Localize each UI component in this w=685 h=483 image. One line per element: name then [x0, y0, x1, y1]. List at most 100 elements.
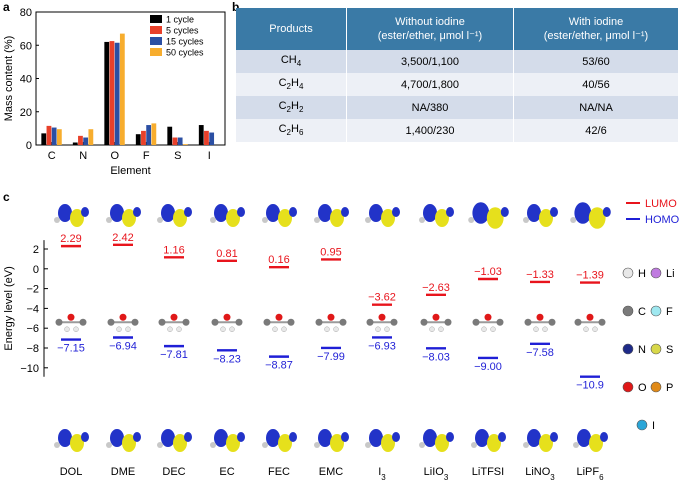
orbital-lobe-blue	[341, 432, 349, 442]
orbital-lobe-blue	[423, 204, 437, 222]
orbital-lobe-blue	[289, 207, 297, 217]
panel-a-label: a	[3, 0, 10, 14]
lumo-value-label: −1.39	[576, 270, 604, 282]
product-name: C	[278, 100, 287, 113]
atom-legend-label: O	[638, 382, 647, 394]
header-with-line2: (ester/ether, μmol l⁻¹)	[543, 30, 649, 42]
atom-sphere	[586, 313, 594, 321]
product-cell: C2H2	[236, 96, 347, 119]
bar	[204, 130, 209, 145]
product-name: CH	[280, 54, 297, 67]
atom-legend-swatch	[636, 419, 648, 431]
orbital-lobe-blue	[237, 207, 245, 217]
orbital-lobe-yellow	[226, 209, 240, 227]
atom-sphere	[481, 326, 487, 333]
orbital-lobe-blue	[58, 204, 72, 222]
lumo-orbital	[419, 204, 454, 227]
orbital-lobe-yellow	[588, 207, 606, 229]
atom-sphere	[131, 318, 139, 326]
orbital-lobe-yellow	[330, 434, 344, 452]
lumo-orbital	[523, 204, 558, 227]
atom-sphere	[220, 326, 226, 333]
atom-sphere	[211, 318, 219, 326]
atom-sphere	[64, 326, 70, 333]
with-cell: 53/60	[513, 50, 678, 73]
homo-orbital	[54, 429, 89, 452]
orbital-lobe-blue	[550, 432, 558, 442]
molecule-name-subscript: 3	[381, 473, 386, 482]
legend-swatch	[150, 48, 162, 56]
bar	[51, 127, 57, 145]
atom-sphere	[182, 318, 190, 326]
atom-sphere	[272, 326, 278, 333]
products-table: Products Without iodine (ester/ether, μm…	[236, 8, 678, 142]
molecule-structure	[420, 313, 452, 333]
y-tick-label: −2	[26, 284, 39, 296]
orbital-lobe-blue	[237, 432, 245, 442]
orbital-lobe-blue	[133, 207, 141, 217]
atom-sphere	[583, 326, 589, 333]
lumo-orbital	[54, 204, 89, 227]
atom-sphere	[484, 313, 492, 321]
table-row: CH4 3,500/1,100 53/60	[236, 50, 678, 73]
orbital-lobe-blue	[602, 207, 611, 217]
x-tick-label: F	[143, 150, 150, 162]
molecule-structure	[366, 313, 398, 333]
atom-sphere	[533, 326, 539, 333]
atom-legend-label: H	[638, 268, 646, 280]
bar	[114, 42, 120, 145]
atom-legend-swatch	[622, 381, 634, 393]
atom-sphere	[235, 318, 243, 326]
y-tick-label: 80	[20, 7, 32, 19]
atom-legend-label: C	[638, 306, 646, 318]
atom-sphere	[314, 217, 320, 223]
orbital-lobe-yellow	[381, 434, 395, 452]
atom-sphere	[314, 442, 320, 448]
bar	[151, 123, 157, 145]
homo-value-label: −7.58	[526, 347, 554, 359]
homo-orbital	[314, 429, 349, 452]
molecule-name-subscript: 6	[599, 473, 604, 482]
orbital-lobe-blue	[318, 204, 332, 222]
orbital-lobe-blue	[214, 429, 228, 447]
orbital-lobe-blue	[81, 207, 89, 217]
y-tick-label: 0	[26, 140, 32, 152]
table-row: C2H2 NA/380 NA/NA	[236, 96, 678, 119]
atom-sphere	[524, 318, 532, 326]
header-without-line1: Without iodine	[395, 16, 465, 28]
atom-sphere	[390, 318, 398, 326]
atom-sphere	[366, 318, 374, 326]
orbital-lobe-blue	[527, 204, 541, 222]
homo-value-label: −6.94	[109, 341, 137, 353]
orbital-lobe-yellow	[173, 209, 187, 227]
with-cell: NA/NA	[513, 96, 678, 119]
x-axis-label: Element	[110, 165, 150, 177]
bar	[119, 33, 125, 145]
orbital-lobe-blue	[133, 432, 141, 442]
legend-label: 1 cycle	[166, 15, 194, 25]
atom-legend-label: P	[666, 382, 673, 394]
molecule-structure	[263, 313, 295, 333]
molecule-name-label: LiTFSI	[472, 466, 504, 478]
atom-legend-label: N	[638, 344, 646, 356]
legend-label: 5 cycles	[166, 26, 199, 36]
homo-value-label: −7.99	[317, 351, 345, 363]
orbital-lobe-yellow	[539, 434, 553, 452]
orbital-lobe-yellow	[330, 209, 344, 227]
atom-sphere	[570, 217, 577, 223]
molecule-name-label: LiPF6	[576, 466, 604, 482]
atom-sphere	[210, 217, 216, 223]
orbital-lobe-blue	[600, 432, 608, 442]
bar	[109, 41, 115, 145]
orbital-lobe-blue	[446, 207, 454, 217]
orbital-lobe-yellow	[381, 209, 395, 227]
atom-sphere	[262, 217, 268, 223]
y-axis-label: Energy level (eV)	[3, 266, 15, 350]
homo-value-label: −6.93	[368, 340, 396, 352]
atom-legend-label: Li	[666, 268, 675, 280]
orbital-lobe-blue	[446, 432, 454, 442]
atom-sphere	[574, 318, 582, 326]
product-subscript: 6	[298, 128, 304, 138]
